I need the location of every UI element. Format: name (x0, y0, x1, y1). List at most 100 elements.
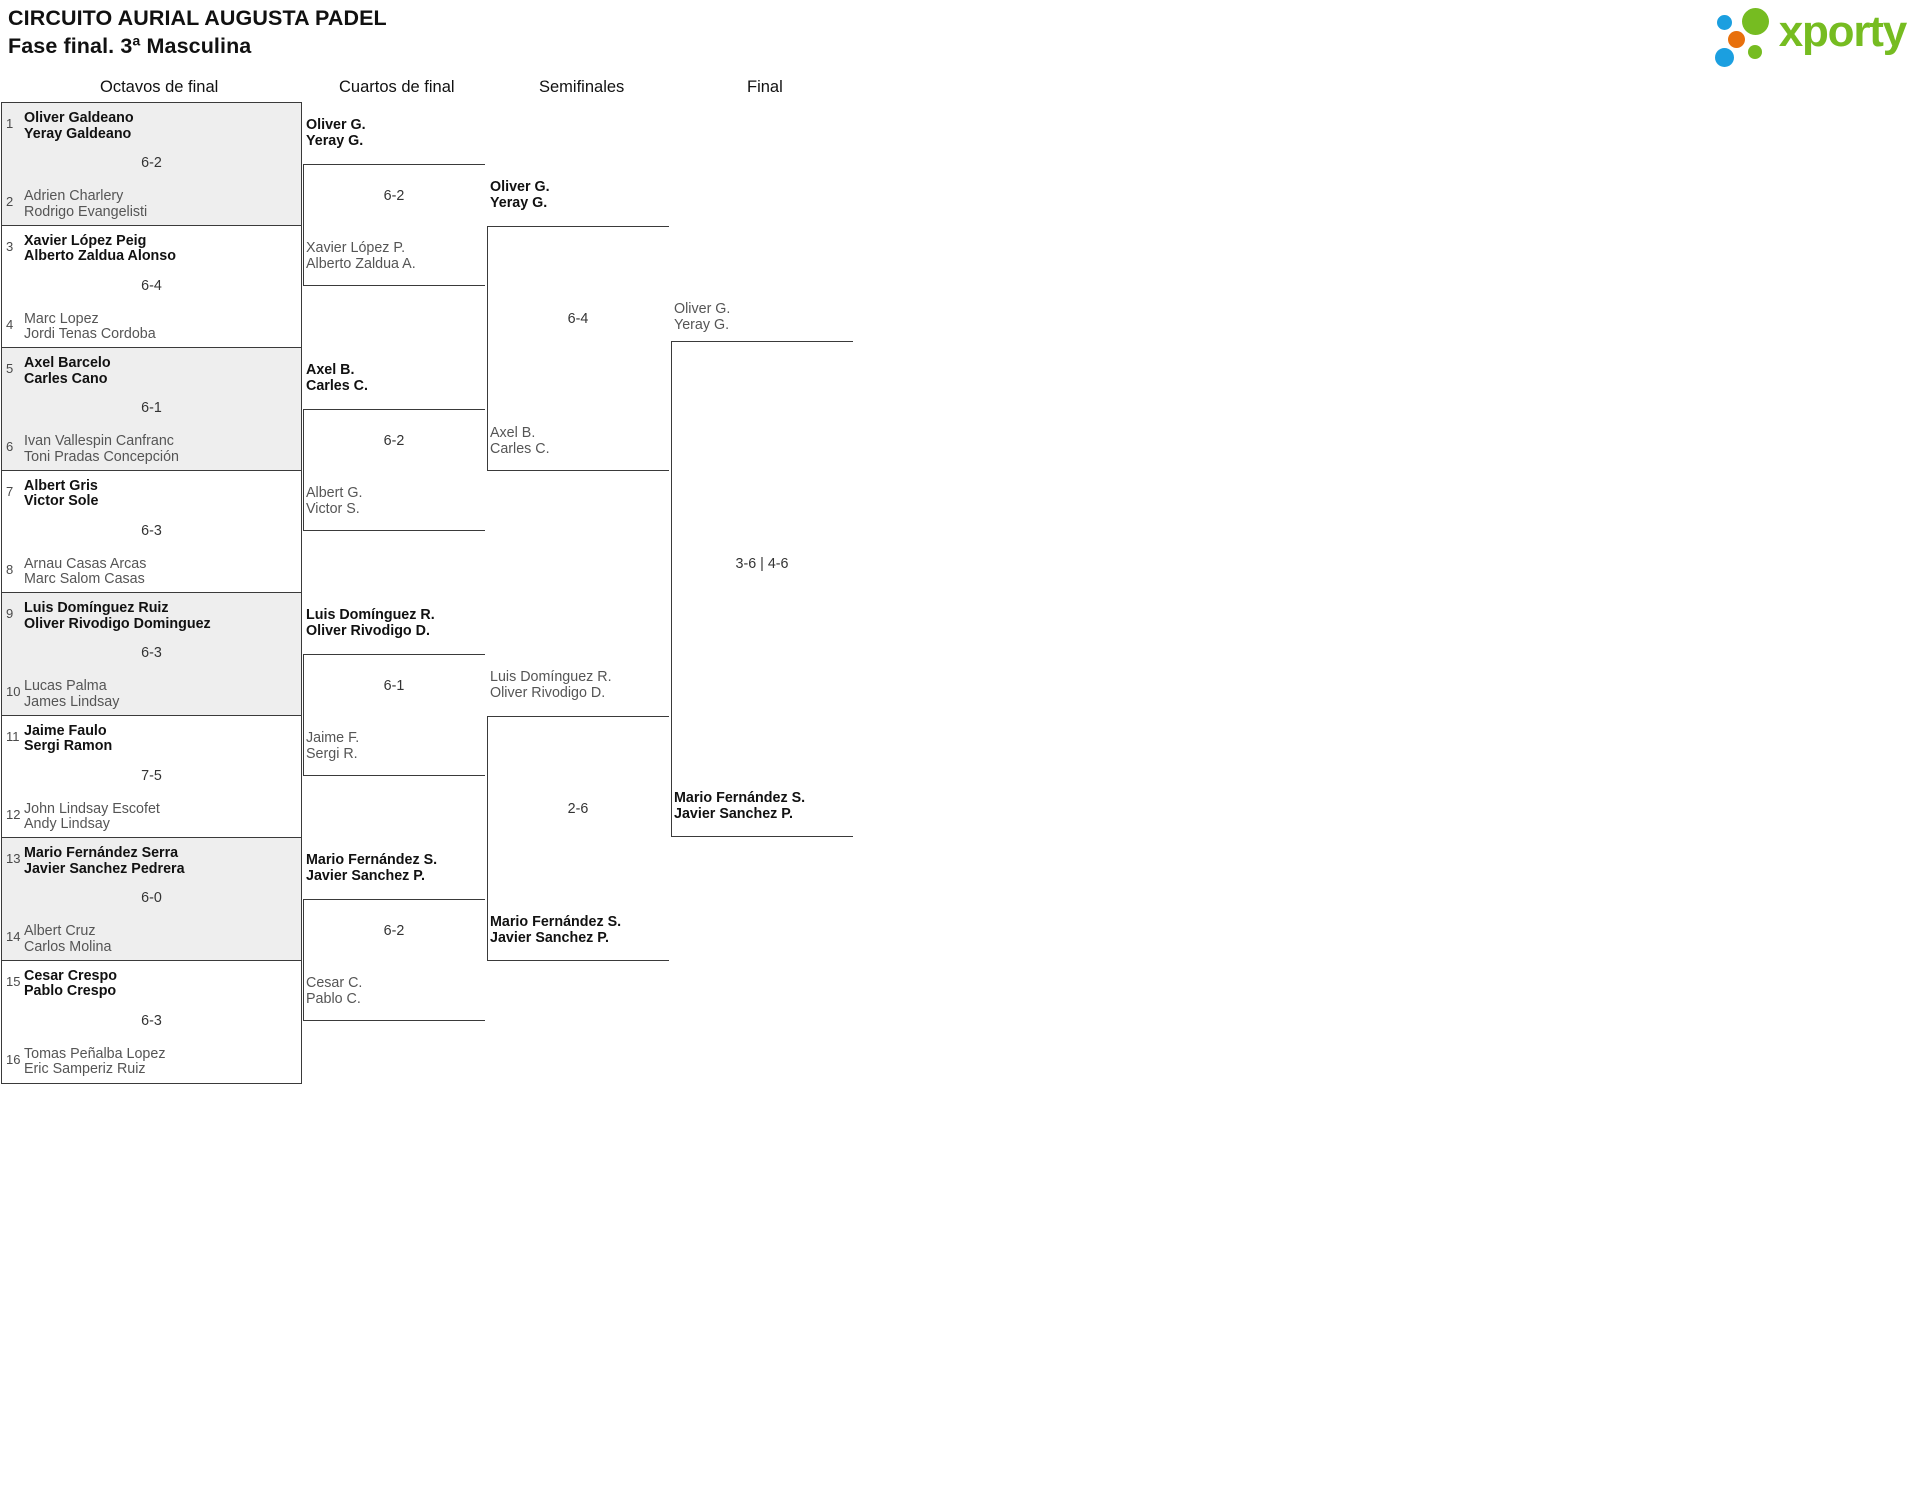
seed-number: 3 (6, 238, 14, 254)
player-line: Xavier López P. (306, 240, 406, 256)
player-line: Oliver G. (306, 117, 366, 133)
team-bottom: Mario Fernández S. Javier Sanchez P. (490, 914, 621, 947)
player-line: Oliver G. (674, 301, 731, 317)
player-line: Pablo C. (306, 990, 361, 1007)
match-score: 6-4 (567, 311, 589, 327)
seed-number: 11 (6, 728, 20, 744)
match-r1-7[interactable]: 13 Mario Fernández Serra Javier Sanchez … (2, 838, 301, 961)
match-score: 2-6 (567, 801, 589, 817)
player-line: Victor Sole (24, 493, 99, 510)
seed-number: 10 (6, 684, 21, 699)
player-line: Eric Samperiz Ruiz (24, 1061, 146, 1078)
round-octavos-column: 1 Oliver Galdeano Yeray Galdeano 6-2 2 A… (1, 102, 302, 1084)
player-line: Axel B. (490, 425, 536, 441)
bracket-connector (671, 341, 853, 837)
seed-number: 12 (6, 806, 21, 822)
player-line: Luis Domínguez R. (490, 669, 612, 685)
seed-number: 9 (6, 606, 14, 621)
player-line: Oliver G. (490, 179, 550, 195)
player-line: Yeray Galdeano (24, 125, 132, 142)
player-line: Yeray G. (490, 194, 548, 211)
match-score: 6-3 (141, 522, 162, 539)
seed-number: 4 (6, 316, 14, 332)
team-top: Luis Domínguez R. Oliver Rivodigo D. (306, 607, 435, 640)
team-top: Jaime Faulo Sergi Ramon (24, 722, 113, 756)
player-line: Jaime F. (306, 730, 360, 746)
player-line: Alberto Zaldua A. (306, 255, 416, 272)
match-score: 6-2 (383, 433, 405, 449)
match-r1-1[interactable]: 1 Oliver Galdeano Yeray Galdeano 6-2 2 A… (2, 103, 301, 226)
team-bottom: Adrien Charlery Rodrigo Evangelisti (24, 188, 147, 221)
team-bottom: Marc Lopez Jordi Tenas Cordoba (24, 310, 156, 344)
seed-number: 13 (6, 851, 21, 866)
player-line: Carlos Molina (24, 938, 112, 955)
match-r1-3[interactable]: 5 Axel Barcelo Carles Cano 6-1 6 Ivan Va… (2, 348, 301, 471)
page-header: CIRCUITO AURIAL AUGUSTA PADEL Fase final… (8, 5, 387, 60)
match-score: 6-1 (383, 678, 405, 694)
player-line: Javier Sanchez P. (306, 867, 425, 884)
bracket-connector (487, 226, 669, 471)
match-r1-2[interactable]: 3 Xavier López Peig Alberto Zaldua Alons… (2, 226, 301, 348)
player-line: Alberto Zaldua Alonso (24, 248, 176, 265)
player-line: Javier Sanchez P. (490, 929, 609, 946)
player-line: Oliver Rivodigo D. (306, 622, 430, 639)
player-line: Jaime Faulo (24, 722, 107, 739)
team-top: Axel Barcelo Carles Cano (24, 355, 111, 388)
player-line: Adrien Charlery (24, 188, 124, 204)
team-bottom-champion: Mario Fernández S. Javier Sanchez P. (674, 790, 805, 823)
player-line: Axel Barcelo (24, 355, 111, 371)
player-line: Ivan Vallespin Canfranc (24, 433, 174, 449)
player-line: Cesar C. (306, 975, 363, 991)
logo-dot-green-large (1741, 8, 1769, 35)
player-line: Sergi Ramon (24, 738, 113, 755)
match-score: 6-0 (141, 890, 162, 906)
player-line: Tomas Peñalba Lopez (24, 1045, 166, 1062)
player-line: Toni Pradas Concepción (24, 448, 179, 465)
team-bottom: Arnau Casas Arcas Marc Salom Casas (24, 556, 146, 589)
seed-number: 7 (6, 483, 14, 499)
seed-number: 5 (6, 361, 14, 376)
match-r1-5[interactable]: 9 Luis Domínguez Ruiz Oliver Rivodigo Do… (2, 593, 301, 716)
match-score: 6-2 (383, 188, 405, 204)
team-top: Cesar Crespo Pablo Crespo (24, 968, 117, 1001)
team-top: Oliver Galdeano Yeray Galdeano (24, 110, 134, 143)
player-line: Jordi Tenas Cordoba (24, 326, 156, 343)
player-line: Marc Salom Casas (24, 571, 145, 588)
player-line: James Lindsay (24, 693, 120, 710)
match-score: 6-3 (141, 645, 162, 661)
bracket-connector (303, 164, 485, 286)
team-bottom: Albert Cruz Carlos Molina (24, 923, 112, 956)
logo-dot-blue-bottom (1714, 48, 1734, 67)
player-line: Carles C. (490, 440, 550, 457)
player-line: Yeray G. (306, 132, 364, 149)
team-bottom: Cesar C. Pablo C. (306, 975, 363, 1008)
tournament-phase: Fase final. 3ª Masculina (8, 34, 252, 58)
player-line: Javier Sanchez Pedrera (24, 860, 185, 877)
team-top: Mario Fernández Serra Javier Sanchez Ped… (24, 845, 185, 878)
player-line: Mario Fernández S. (306, 852, 438, 868)
seed-number: 1 (6, 116, 14, 131)
seed-number: 14 (6, 929, 21, 944)
match-score: 6-4 (141, 277, 162, 294)
team-bottom: Lucas Palma James Lindsay (24, 678, 120, 711)
team-bottom: John Lindsay Escofet Andy Lindsay (24, 801, 160, 834)
team-top: Xavier López Peig Alberto Zaldua Alonso (24, 233, 176, 266)
match-r1-4[interactable]: 7 Albert Gris Victor Sole 6-3 8 Arnau Ca… (2, 471, 301, 593)
team-top: Oliver G. Yeray G. (490, 179, 550, 212)
seed-number: 15 (6, 973, 21, 989)
match-score: 6-3 (141, 1012, 162, 1029)
match-r1-8[interactable]: 15 Cesar Crespo Pablo Crespo 6-3 16 Toma… (2, 961, 301, 1084)
bracket-connector (487, 716, 669, 961)
round-header-final: Final (747, 78, 783, 96)
player-line: Marc Lopez (24, 310, 99, 327)
logo-dot-blue-top (1716, 15, 1732, 30)
team-top: Luis Domínguez Ruiz Oliver Rivodigo Domi… (24, 600, 211, 633)
match-r1-6[interactable]: 11 Jaime Faulo Sergi Ramon 7-5 12 John L… (2, 716, 301, 838)
player-line: Carles Cano (24, 370, 108, 387)
seed-number: 8 (6, 561, 14, 577)
logo-dot-orange (1727, 31, 1745, 48)
team-bottom: Ivan Vallespin Canfranc Toni Pradas Conc… (24, 433, 179, 466)
player-line: Pablo Crespo (24, 983, 117, 1000)
round-header-semifinales: Semifinales (539, 78, 625, 96)
player-line: Andy Lindsay (24, 816, 110, 833)
